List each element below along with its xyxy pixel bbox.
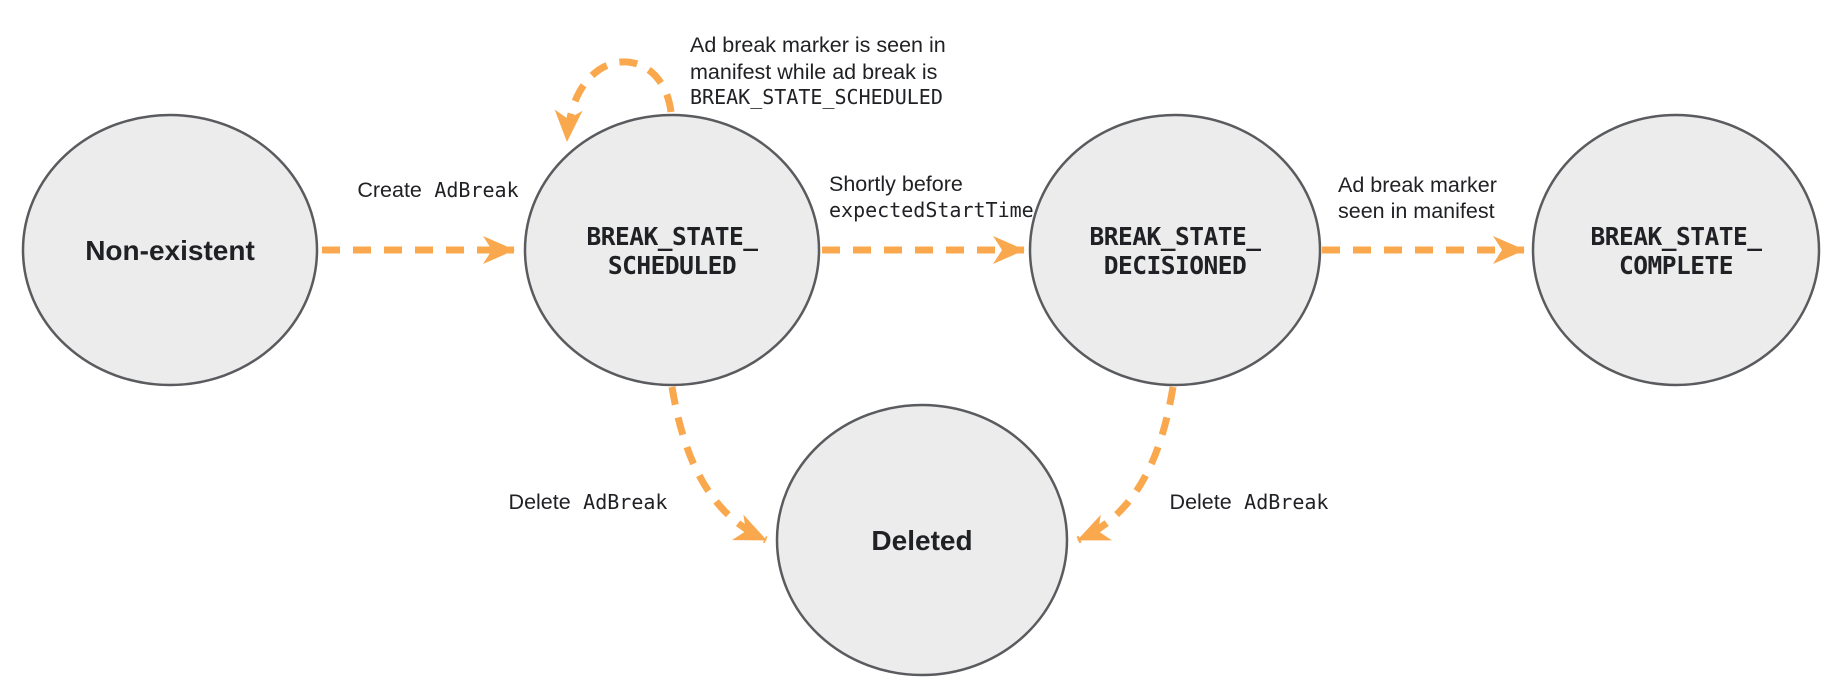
- state-break-state-complete: [1531, 113, 1821, 387]
- label-marker-seen-line2: seen in manifest: [1338, 199, 1495, 223]
- label-create-adbreak-text: Create: [357, 178, 422, 202]
- label-create-adbreak: Create AdBreak: [357, 178, 518, 202]
- label-marker-seen-line1: Ad break marker: [1338, 173, 1497, 197]
- label-create-adbreak-code: AdBreak: [434, 178, 518, 202]
- state-decisioned-label-line2: DECISIONED: [1104, 251, 1247, 280]
- label-delete-adbreak-left: Delete AdBreak: [509, 490, 668, 514]
- arrow-decisioned-to-deleted: [1076, 386, 1177, 544]
- state-non-existent-label: Non-existent: [85, 235, 255, 266]
- label-self-loop-line3-code: BREAK_STATE_SCHEDULED: [690, 85, 943, 109]
- arrow-scheduled-to-deleted: [668, 386, 768, 544]
- state-scheduled-label-line1: BREAK_STATE_: [586, 222, 758, 251]
- state-complete-label-line1: BREAK_STATE_: [1590, 222, 1762, 251]
- label-shortly-before: Shortly before: [829, 172, 963, 196]
- label-delete-right-code: AdBreak: [1244, 490, 1328, 514]
- state-break-state-scheduled: [523, 113, 821, 387]
- label-self-loop-line1: Ad break marker is seen in: [690, 33, 946, 57]
- state-deleted: [775, 403, 1069, 677]
- state-non-existent: [21, 113, 319, 387]
- state-complete-label-line2: COMPLETE: [1619, 251, 1733, 280]
- state-deleted-label: Deleted: [871, 525, 972, 556]
- label-expected-start-time-code: expectedStartTime: [829, 198, 1034, 222]
- label-delete-left-text: Delete: [509, 490, 571, 514]
- label-self-loop-line2: manifest while ad break is: [690, 60, 937, 84]
- label-delete-left-code: AdBreak: [583, 490, 667, 514]
- label-delete-adbreak-right: Delete AdBreak: [1170, 490, 1329, 514]
- state-decisioned-label-line1: BREAK_STATE_: [1089, 222, 1261, 251]
- label-delete-right-text: Delete: [1170, 490, 1232, 514]
- state-break-state-decisioned: [1028, 113, 1322, 387]
- state-scheduled-label-line2: SCHEDULED: [608, 251, 736, 280]
